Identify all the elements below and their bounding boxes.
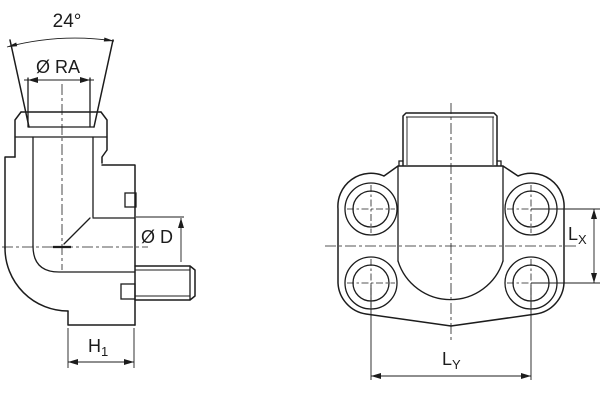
bolt-hole-top-left: [344, 182, 398, 236]
threaded-stub: [134, 265, 196, 301]
dimension-h1: H1: [67, 328, 135, 368]
bolt-spacing-horizontal-label: LY: [442, 349, 461, 372]
left-view-elbow-side: 24° Ø RA Ø D H1: [2, 11, 196, 368]
bolt-hole-edge-bottom: [120, 283, 136, 300]
dimension-ly: LY: [370, 285, 532, 380]
right-view-flange-front: LX LY: [325, 103, 600, 380]
flare-cone: [9, 39, 114, 128]
bolt-spacing-vertical-label: LX: [568, 224, 587, 247]
flange-center-body: [397, 165, 504, 301]
stub-diameter-label: Ø D: [141, 227, 173, 247]
flare-diameter-label: Ø RA: [36, 57, 80, 77]
collar: [14, 111, 108, 164]
angle-label: 24°: [53, 11, 82, 32]
height-label: H1: [88, 336, 108, 359]
dimension-lx: LX: [531, 208, 600, 284]
dimension-stub-diameter: Ø D: [136, 216, 184, 262]
flange-outline: [337, 165, 565, 327]
elbow-body-outline: [4, 136, 137, 326]
dimension-angle-24: 24°: [6, 11, 115, 48]
bolt-hole-edge-top: [124, 192, 137, 208]
top-threaded-port: [398, 112, 502, 167]
dimension-flare-diameter: Ø RA: [24, 57, 94, 83]
left-view-centerlines: [2, 84, 148, 270]
right-view-centerlines: [325, 103, 578, 342]
